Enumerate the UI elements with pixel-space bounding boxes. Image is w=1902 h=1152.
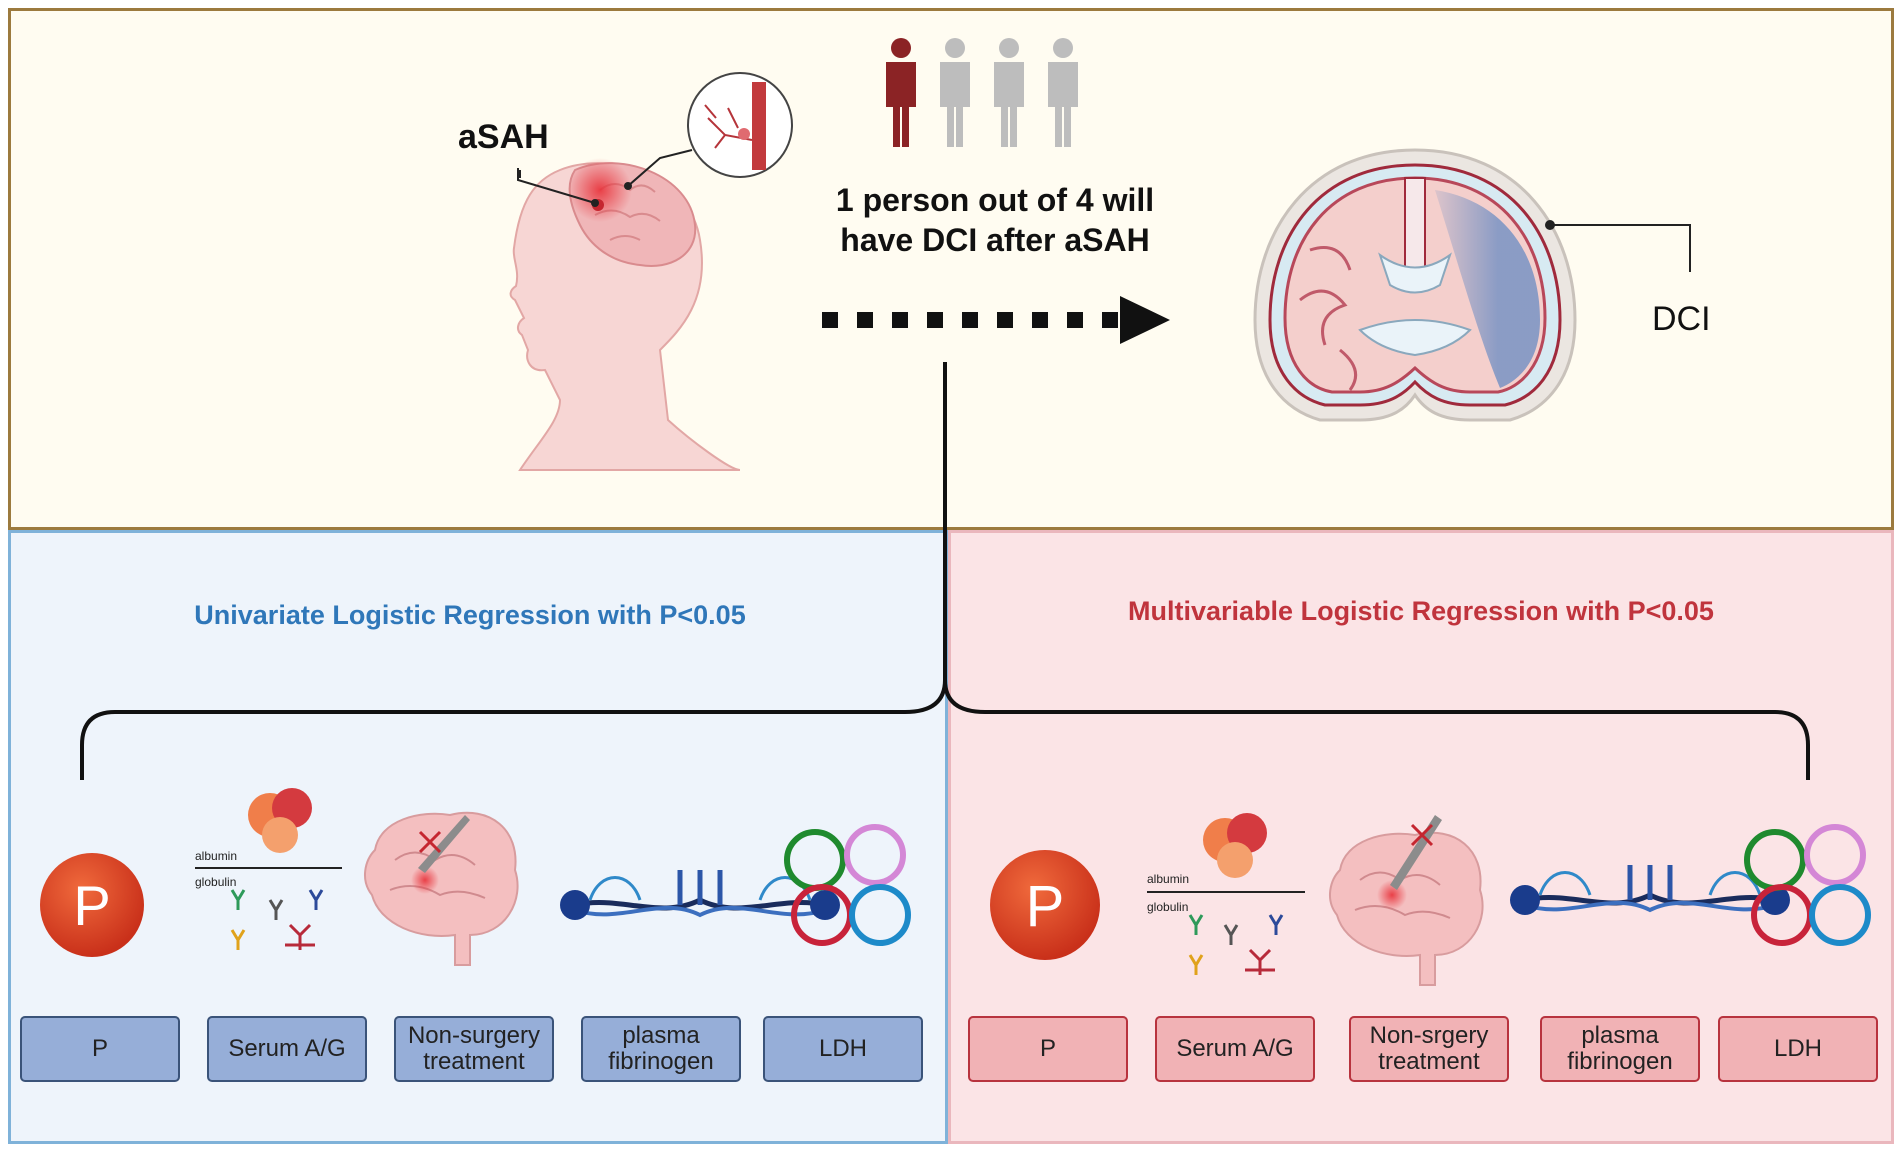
dci-label: DCI bbox=[1652, 300, 1711, 338]
univariate-label-non-surgery: Non-surgery treatment bbox=[394, 1016, 554, 1082]
brain-surgery-icon bbox=[364, 811, 519, 966]
albumin-globulin-icon: albumin globulin bbox=[1147, 813, 1305, 975]
multivariable-label-fibrinogen: plasma fibrinogen bbox=[1540, 1016, 1700, 1082]
albumin-globulin-icon: albumin globulin bbox=[195, 788, 342, 950]
univariate-title: Univariate Logistic Regression with P<0.… bbox=[194, 600, 746, 630]
globulin-label: globulin bbox=[195, 875, 236, 889]
person-highlighted-icon bbox=[886, 38, 916, 147]
albumin-label: albumin bbox=[195, 849, 237, 863]
person-icon bbox=[1048, 38, 1078, 147]
ldh-protein-icon bbox=[784, 824, 911, 946]
statistic-text: 1 person out of 4 will have DCI after aS… bbox=[835, 182, 1155, 258]
albumin-label: albumin bbox=[1147, 872, 1189, 886]
globulin-label: globulin bbox=[1147, 900, 1188, 914]
bracket-connector bbox=[80, 362, 1810, 780]
univariate-label-p: P bbox=[20, 1016, 180, 1082]
univariate-label-serum-ag: Serum A/G bbox=[207, 1016, 367, 1082]
person-icon bbox=[994, 38, 1024, 147]
multivariable-label-ldh: LDH bbox=[1718, 1016, 1878, 1082]
phosphorus-icon: P bbox=[40, 853, 144, 957]
phosphorus-letter: P bbox=[73, 874, 110, 937]
head-profile-icon bbox=[509, 158, 741, 471]
ldh-protein-icon bbox=[1744, 824, 1871, 946]
fibrinogen-icon bbox=[1510, 865, 1790, 915]
brain-surgery-icon bbox=[1329, 815, 1484, 986]
fibrinogen-icon bbox=[560, 870, 840, 920]
asah-label: aSAH bbox=[458, 118, 549, 156]
univariate-label-ldh: LDH bbox=[763, 1016, 923, 1082]
person-icon bbox=[940, 38, 970, 147]
phosphorus-letter: P bbox=[1026, 874, 1065, 939]
multivariable-label-p: P bbox=[968, 1016, 1128, 1082]
multivariable-title: Multivariable Logistic Regression with P… bbox=[1128, 596, 1714, 626]
multivariable-label-serum-ag: Serum A/G bbox=[1155, 1016, 1315, 1082]
phosphorus-icon: P bbox=[990, 850, 1100, 960]
univariate-label-fibrinogen: plasma fibrinogen bbox=[581, 1016, 741, 1082]
aneurysm-inset-icon bbox=[687, 72, 793, 178]
brain-coronal-section-icon bbox=[1253, 148, 1577, 422]
dashed-arrow bbox=[822, 296, 1170, 344]
multivariable-label-non-surgery: Non-srgery treatment bbox=[1349, 1016, 1509, 1082]
